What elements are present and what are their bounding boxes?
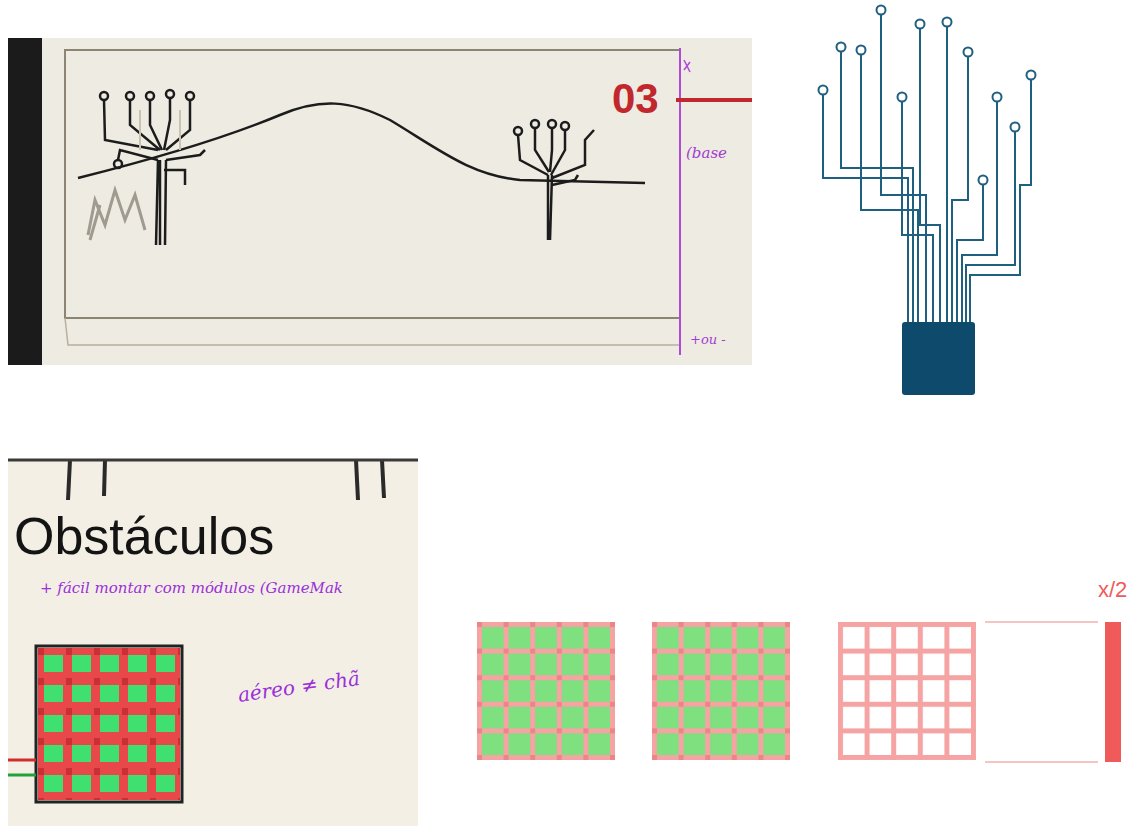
notebook-photo xyxy=(8,460,418,826)
dimension-label: x/2 xyxy=(1098,578,1127,602)
grid-squares xyxy=(477,622,1121,762)
circuit-tree-icon xyxy=(819,6,1036,396)
handwritten-note: +ou - xyxy=(690,333,726,347)
handwritten-note: + fácil montar com módulos (GameMak xyxy=(40,580,343,597)
handwritten-note: (base xyxy=(686,145,727,162)
handwritten-note: aéreo ≠ chã xyxy=(236,667,361,706)
callout-number: 03 xyxy=(612,76,659,122)
handwritten-heading: Obstáculos xyxy=(14,508,274,565)
sketch-photo xyxy=(8,38,752,365)
